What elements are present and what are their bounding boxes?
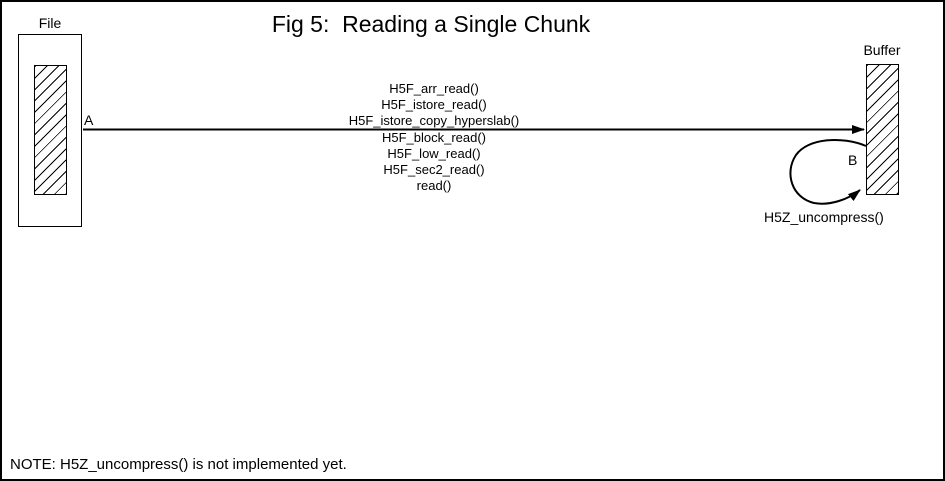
function-call: H5F_block_read() [381, 129, 487, 145]
figure-title: Fig 5: Reading a Single Chunk [271, 11, 591, 37]
function-call: read() [416, 178, 452, 194]
function-call: H5F_low_read() [387, 145, 481, 161]
file-label: File [38, 15, 62, 31]
uncompress-function-label: H5Z_uncompress() [764, 209, 884, 225]
function-call-stack: H5F_arr_read() H5F_istore_read() H5F_ist… [349, 81, 520, 194]
uncompress-loop-arrow [789, 139, 867, 205]
arrow-a-label: A [84, 112, 94, 128]
function-call: H5F_sec2_read() [383, 162, 485, 178]
buffer-hatch [866, 64, 899, 195]
function-call: H5F_arr_read() [389, 81, 479, 96]
note-text: NOTE: H5Z_uncompress() is not implemente… [10, 456, 347, 473]
function-call: H5F_istore_read() [381, 97, 487, 113]
function-call: H5F_istore_copy_hyperslab() [348, 113, 520, 129]
buffer-label: Buffer [863, 42, 901, 58]
arrow-b-label: B [848, 152, 858, 168]
file-chunk-hatch [34, 65, 67, 195]
